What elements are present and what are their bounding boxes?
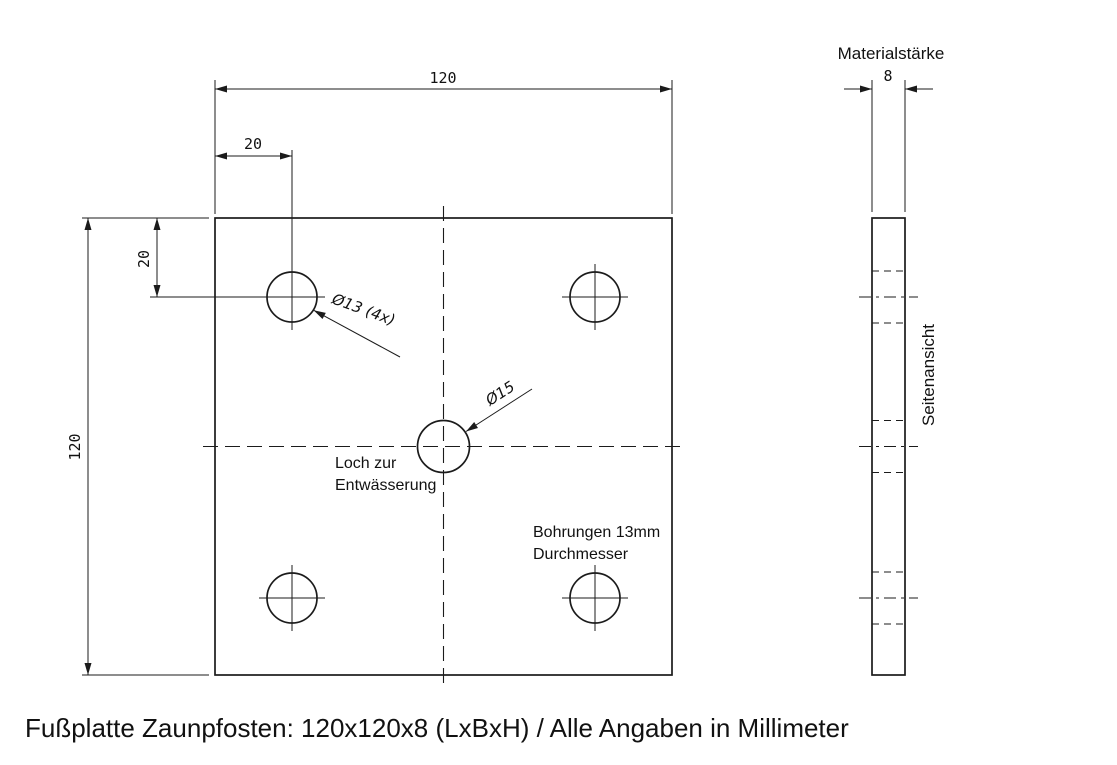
dim-thickness-label: 8: [883, 67, 892, 85]
drawing-title: Fußplatte Zaunpfosten: 120x120x8 (LxBxH)…: [25, 713, 849, 743]
note-drain-line2: Entwässerung: [335, 477, 436, 494]
callout-hole-label: Ø13 (4x): [329, 290, 398, 330]
dim-hole-offset-top: 20: [215, 135, 293, 264]
callout-drain-diameter: Ø15: [465, 377, 533, 432]
dim-height-label: 120: [66, 433, 84, 460]
callout-hole-diameter: Ø13 (4x): [313, 290, 401, 358]
side-view: [859, 217, 918, 676]
hole-bottom-left: [259, 565, 325, 631]
hole-bottom-right: [562, 565, 628, 631]
dim-width: 120: [214, 69, 673, 214]
note-bores: Bohrungen 13mm Durchmesser: [533, 524, 660, 563]
note-bores-line2: Durchmesser: [533, 546, 629, 563]
dim-height: 120: [66, 217, 209, 676]
hole-top-right: [562, 264, 628, 330]
material-thickness-header: Materialstärke: [838, 44, 945, 63]
note-drain: Loch zur Entwässerung: [335, 455, 436, 494]
dim-hole-offset-left: 20: [135, 218, 259, 298]
hole-top-left: [259, 264, 325, 330]
side-view-label: Seitenansicht: [919, 324, 938, 426]
side-view-outline: [871, 217, 906, 676]
callout-hole-leader: [313, 309, 401, 358]
dim-offset-top-label: 20: [244, 135, 262, 153]
note-bores-line1: Bohrungen 13mm: [533, 524, 660, 541]
front-view: [203, 206, 682, 686]
note-drain-line1: Loch zur: [335, 455, 397, 472]
dim-offset-left-label: 20: [135, 250, 153, 268]
callout-drain-leader: [465, 388, 533, 432]
dim-width-label: 120: [429, 69, 456, 87]
dim-thickness: 8: [844, 67, 933, 212]
drain-hole-circle: [416, 419, 471, 474]
callout-drain-label: Ø15: [482, 377, 519, 409]
